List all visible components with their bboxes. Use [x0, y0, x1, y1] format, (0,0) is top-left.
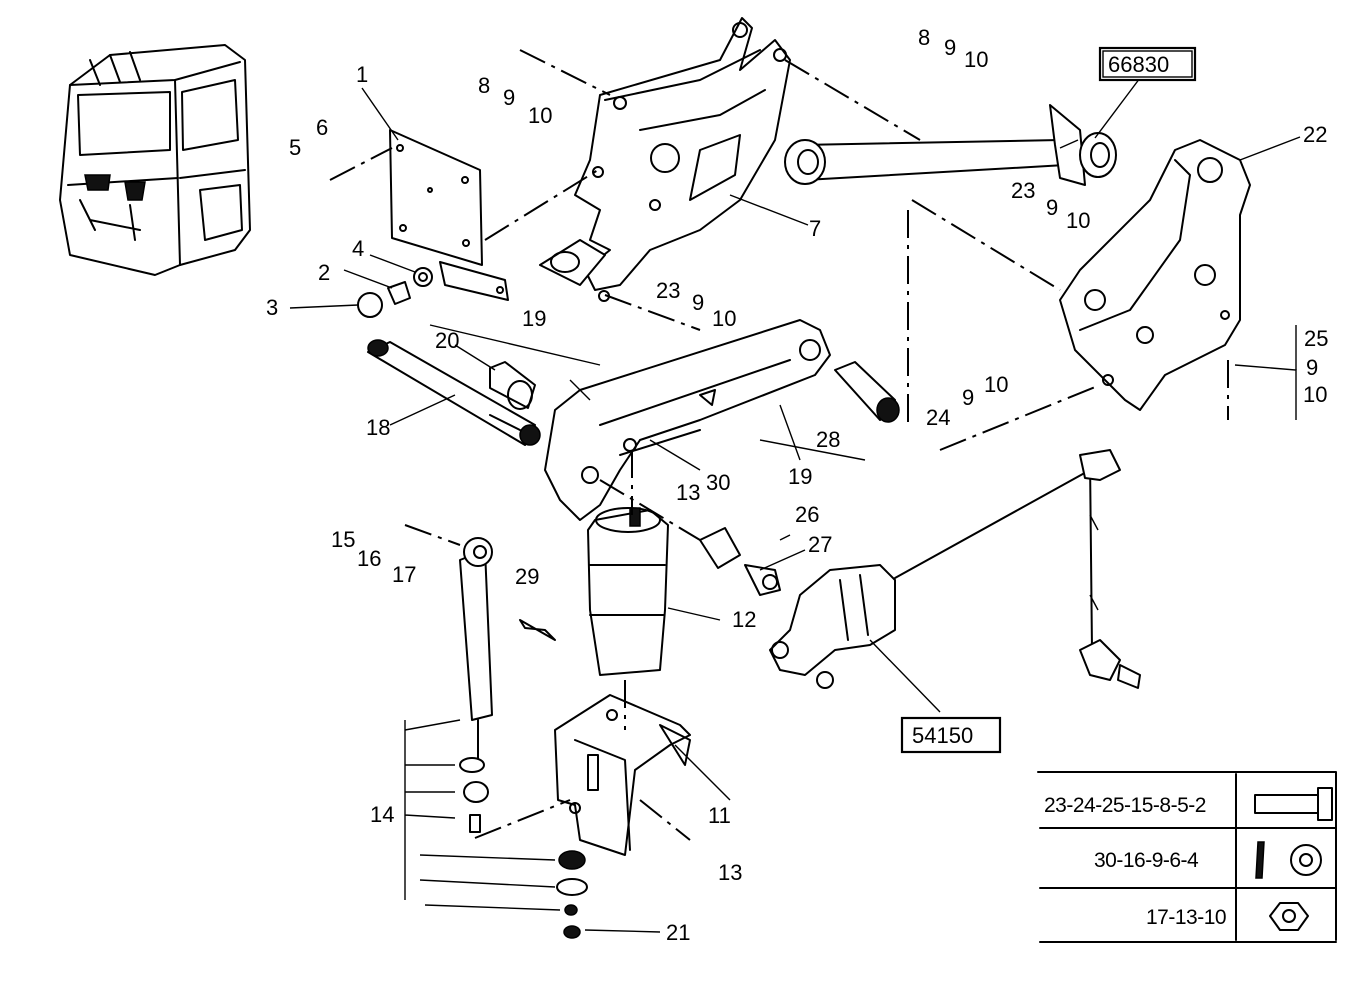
label-25: 25: [1304, 326, 1328, 351]
label-10c: 10: [1066, 208, 1090, 233]
label-14: 14: [370, 802, 394, 827]
legend-row-3: 17-13-10: [1146, 906, 1226, 929]
label-4: 4: [352, 236, 364, 261]
label-20: 20: [435, 328, 459, 353]
label-26: 26: [795, 502, 819, 527]
label-2: 2: [318, 260, 330, 285]
label-23a: 23: [1011, 178, 1035, 203]
label-28: 28: [816, 427, 840, 452]
label-17: 17: [392, 562, 416, 587]
label-9c: 9: [1046, 195, 1058, 220]
label-19b: 19: [788, 464, 812, 489]
bush-20: [489, 361, 536, 410]
label-7: 7: [809, 216, 821, 241]
truck-cab-illustration: [59, 44, 251, 276]
leader-lines: [289, 77, 1301, 933]
ref-66830-text: 66830: [1108, 52, 1169, 77]
cross-tube: [784, 104, 1117, 186]
label-16: 16: [357, 546, 381, 571]
upper-bracket-7: [539, 17, 791, 302]
label-3: 3: [266, 295, 278, 320]
ref-54150-text: 54150: [912, 723, 973, 748]
label-13b: 13: [718, 860, 742, 885]
label-19a: 19: [522, 306, 546, 331]
part-labels: 1 2 3 4 5 6 7 8 9 10 8 9 10 23 9 10 23 9…: [266, 25, 1328, 945]
right-bracket-22: [1059, 139, 1251, 411]
label-5: 5: [289, 135, 301, 160]
label-18: 18: [366, 415, 390, 440]
label-9d: 9: [692, 290, 704, 315]
label-29: 29: [515, 564, 539, 589]
label-9a: 9: [503, 85, 515, 110]
shock-absorber: [459, 537, 493, 761]
fasteners-2-3-4: [357, 267, 433, 318]
label-10e: 10: [984, 372, 1008, 397]
label-9e: 9: [962, 385, 974, 410]
center-lines: [329, 49, 1229, 841]
label-24: 24: [926, 405, 950, 430]
valve-26-27: [699, 527, 781, 596]
label-27: 27: [808, 532, 832, 557]
legend-row-2: 30-16-9-6-4: [1094, 849, 1199, 872]
washer-stack-14: [459, 757, 588, 939]
label-10a: 10: [528, 103, 552, 128]
label-23b: 23: [656, 278, 680, 303]
label-10f: 10: [1303, 382, 1327, 407]
fastener-legend: 23-24-25-15-8-5-2 30-16-9-6-4 17-13-10: [1037, 771, 1337, 943]
label-10d: 10: [712, 306, 736, 331]
label-8a: 8: [478, 73, 490, 98]
reference-54150: 54150: [900, 716, 1002, 754]
label-1: 1: [356, 62, 368, 87]
washer-icon: [1255, 841, 1322, 879]
suspension-arm-19: [544, 319, 831, 521]
label-6: 6: [316, 115, 328, 140]
legend-row-1: 23-24-25-15-8-5-2: [1044, 794, 1206, 817]
lower-bracket-11: [554, 694, 691, 856]
mounting-plate-1: [389, 129, 509, 301]
nut-icon: [1269, 902, 1309, 931]
label-21: 21: [666, 920, 690, 945]
label-10b: 10: [964, 47, 988, 72]
air-spring-12: [587, 507, 669, 676]
label-8b: 8: [918, 25, 930, 50]
label-13a: 13: [676, 480, 700, 505]
reference-66830: 66830: [1098, 46, 1197, 82]
label-22: 22: [1303, 122, 1327, 147]
label-9b: 9: [944, 35, 956, 60]
pin-18: [367, 339, 541, 446]
label-15: 15: [331, 527, 355, 552]
bolt-icon: [1254, 787, 1333, 821]
label-12: 12: [732, 607, 756, 632]
bush-28: [834, 361, 900, 423]
label-30: 30: [706, 470, 730, 495]
leveling-valve: [769, 449, 1141, 689]
label-9f: 9: [1306, 355, 1318, 380]
label-11: 11: [708, 803, 731, 828]
clip-29: [519, 619, 556, 641]
